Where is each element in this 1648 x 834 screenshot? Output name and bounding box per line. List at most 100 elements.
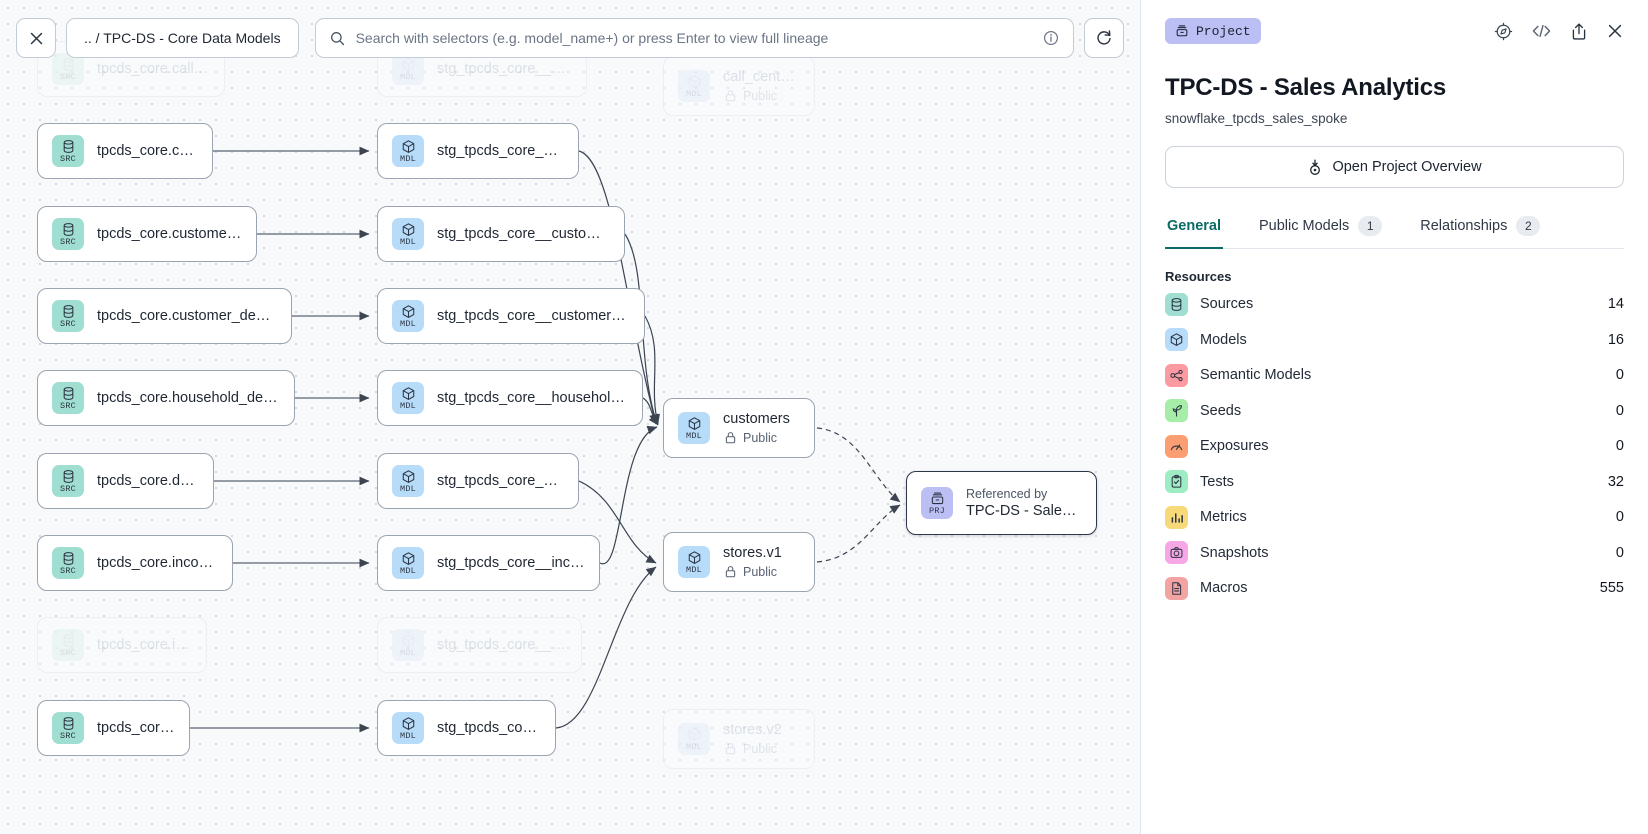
graph-node-pub_stores_v2[interactable]: MDL stores.v2 Public (663, 709, 815, 769)
graph-node-pub_customers[interactable]: MDL customers Public (663, 398, 815, 458)
database-icon (61, 222, 76, 237)
graph-node-mdl_household_demo[interactable]: MDL stg_tpcds_core__household_demogr… (377, 370, 643, 426)
resource-row-models[interactable]: Models 16 (1165, 325, 1624, 356)
database-icon (61, 386, 76, 401)
graph-node-src_inventory[interactable]: SRC tpcds_core.inventory (37, 617, 207, 673)
resource-count: 0 (1616, 438, 1624, 454)
node-text: stg_tpcds_core__customer_address (437, 226, 610, 242)
graph-node-src_household_demo[interactable]: SRC tpcds_core.household_demographics (37, 370, 295, 426)
graph-node-src_customer_addr[interactable]: SRC tpcds_core.customer_address (37, 206, 257, 262)
graph-node-prj_referenced[interactable]: PRJ Referenced byTPC-DS - Sales Analytic… (906, 471, 1097, 535)
code-button[interactable] (1531, 23, 1552, 39)
database-icon (61, 716, 76, 731)
resource-row-semantic-models[interactable]: Semantic Models 0 (1165, 360, 1624, 391)
resource-name: Tests (1200, 474, 1608, 490)
compass-button[interactable] (1494, 22, 1513, 41)
close-panel-button[interactable] (1606, 22, 1624, 40)
cube-icon (401, 386, 416, 401)
node-text: tpcds_core.customer (97, 143, 198, 159)
tab-relationships[interactable]: Relationships2 (1418, 210, 1542, 249)
open-project-overview-label: Open Project Overview (1332, 159, 1481, 175)
node-label: tpcds_core.customer (97, 143, 198, 159)
file-text-icon (1165, 577, 1188, 600)
graph-node-src_customer[interactable]: SRC tpcds_core.customer (37, 123, 213, 179)
cube-icon (401, 633, 416, 648)
node-visibility: Public (723, 430, 790, 445)
graph-node-src_customer_demo[interactable]: SRC tpcds_core.customer_demographics (37, 288, 292, 344)
graph-node-mdl_income_band[interactable]: MDL stg_tpcds_core__income_band (377, 535, 600, 591)
graph-node-pub_call_centers[interactable]: MDL call_centers Public (663, 56, 815, 116)
tab-count: 1 (1358, 216, 1382, 236)
gauge-icon (1169, 439, 1184, 454)
code-icon (1531, 23, 1552, 39)
camera-icon (1165, 541, 1188, 564)
resource-count: 555 (1600, 580, 1624, 596)
cube-icon (401, 222, 416, 237)
graph-node-mdl_customer_addr[interactable]: MDL stg_tpcds_core__customer_address (377, 206, 625, 262)
resource-row-snapshots[interactable]: Snapshots 0 (1165, 538, 1624, 569)
node-text: tpcds_core.call_center (97, 61, 210, 77)
clipboard-check-icon (1165, 470, 1188, 493)
node-label: stores.v1 (723, 545, 782, 561)
compass-icon (1494, 22, 1513, 41)
resource-count: 0 (1616, 509, 1624, 525)
graph-node-mdl_customer[interactable]: MDL stg_tpcds_core__customer (377, 123, 579, 179)
search-input[interactable]: Search with selectors (e.g. model_name+)… (315, 18, 1074, 58)
node-label: stg_tpcds_core__store (437, 720, 541, 736)
panel-actions (1494, 22, 1624, 41)
lock-icon (723, 741, 738, 756)
graph-node-mdl_inventory[interactable]: MDL stg_tpcds_core__inventory (377, 617, 582, 673)
clipboard-check-icon (1169, 474, 1184, 489)
resource-row-sources[interactable]: Sources 14 (1165, 289, 1624, 320)
node-text: tpcds_core.household_demographics (97, 390, 280, 406)
node-label: tpcds_core.inventory (97, 637, 192, 653)
close-lineage-button[interactable] (16, 18, 56, 58)
node-label: stg_tpcds_core__date_dim (437, 473, 564, 489)
resource-name: Snapshots (1200, 545, 1616, 561)
open-project-overview-button[interactable]: Open Project Overview (1165, 146, 1624, 188)
lock-icon (723, 564, 738, 579)
panel-header: Project (1165, 16, 1624, 46)
node-text: stg_tpcds_core__inventory (437, 637, 567, 653)
database-icon (61, 139, 76, 154)
sprout-icon (1165, 399, 1188, 422)
resource-row-seeds[interactable]: Seeds 0 (1165, 396, 1624, 427)
graph-node-src_store[interactable]: SRC tpcds_core.store (37, 700, 190, 756)
resource-count: 0 (1616, 367, 1624, 383)
resource-row-macros[interactable]: Macros 555 (1165, 573, 1624, 604)
node-kind-badge-src: SRC (52, 712, 84, 744)
refresh-lineage-button[interactable] (1084, 18, 1124, 58)
resource-row-exposures[interactable]: Exposures 0 (1165, 431, 1624, 462)
node-label: stg_tpcds_core__call_center (437, 61, 572, 77)
database-icon (61, 57, 76, 72)
project-icon (1175, 24, 1189, 38)
cube-icon (401, 716, 416, 731)
info-circle-icon[interactable] (1043, 30, 1059, 46)
tab-general[interactable]: General (1165, 210, 1223, 249)
node-label: stg_tpcds_core__customer (437, 143, 564, 159)
cube-icon (401, 139, 416, 154)
lineage-canvas[interactable]: SRC tpcds_core.call_center SRC tpcds_cor… (0, 0, 1140, 834)
bar-chart-icon (1169, 510, 1184, 525)
breadcrumb[interactable]: .. / TPC-DS - Core Data Models (66, 18, 299, 58)
resource-kind-badge: Project (1165, 18, 1261, 44)
graph-node-mdl_date_dim[interactable]: MDL stg_tpcds_core__date_dim (377, 453, 579, 509)
node-label: tpcds_core.income_band (97, 555, 218, 571)
page-title: TPC-DS - Sales Analytics (1165, 74, 1624, 102)
node-eyebrow: Referenced by (966, 487, 1082, 501)
cube-icon (401, 469, 416, 484)
graph-node-src_income_band[interactable]: SRC tpcds_core.income_band (37, 535, 233, 591)
node-kind-badge-src: SRC (52, 300, 84, 332)
graph-node-src_date_dim[interactable]: SRC tpcds_core.date_dim (37, 453, 214, 509)
node-label: stg_tpcds_core__inventory (437, 637, 567, 653)
resource-row-metrics[interactable]: Metrics 0 (1165, 502, 1624, 533)
graph-node-pub_stores_v1[interactable]: MDL stores.v1 Public (663, 532, 815, 592)
graph-node-mdl_store[interactable]: MDL stg_tpcds_core__store (377, 700, 556, 756)
database-icon (1169, 297, 1184, 312)
tab-public-models[interactable]: Public Models1 (1257, 210, 1384, 249)
node-text: call_centers Public (723, 69, 800, 103)
resource-row-tests[interactable]: Tests 32 (1165, 467, 1624, 498)
graph-node-mdl_customer_demo[interactable]: MDL stg_tpcds_core__customer_demogra… (377, 288, 645, 344)
share-button[interactable] (1570, 22, 1588, 41)
cube-icon (1165, 328, 1188, 351)
